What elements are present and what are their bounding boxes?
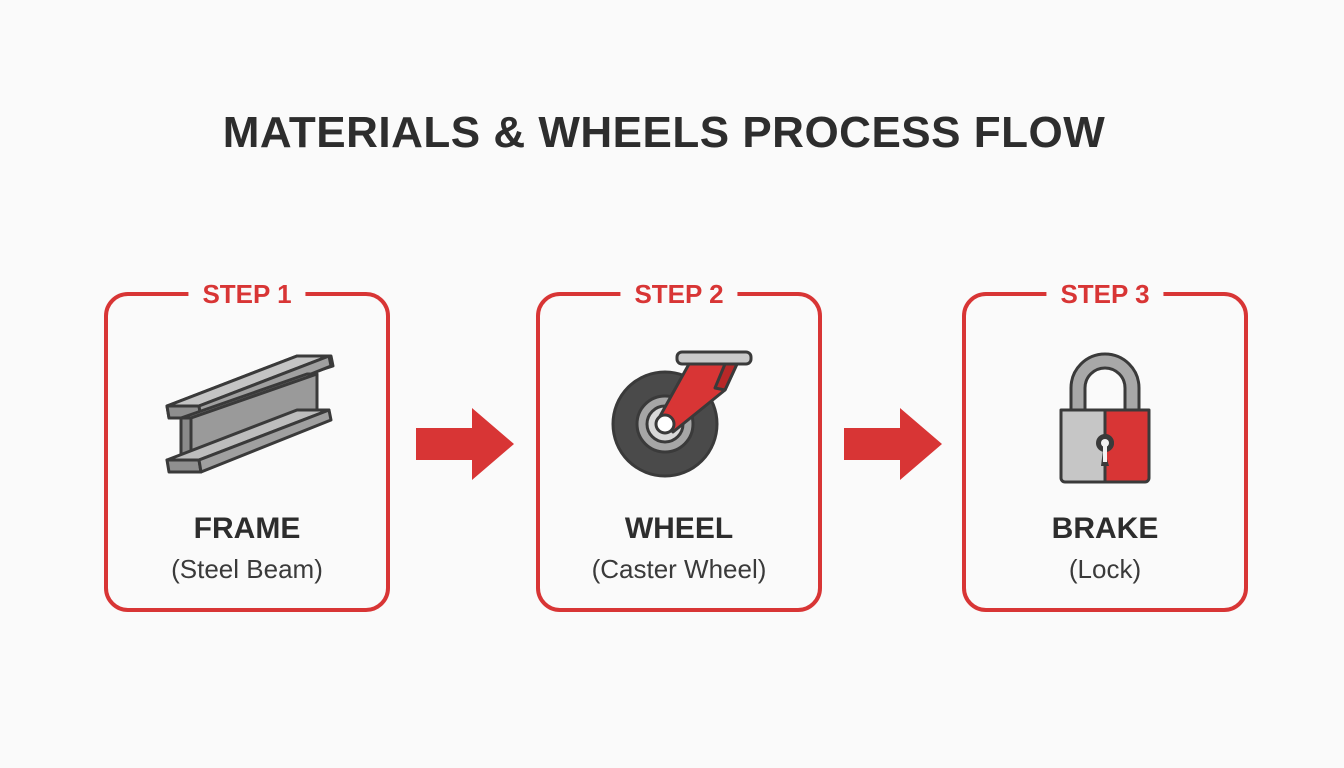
step-label: STEP 3 <box>1046 276 1164 312</box>
flow-arrow-icon <box>416 408 514 480</box>
step-name: BRAKE <box>1051 512 1159 545</box>
step-name: WHEEL <box>624 512 734 545</box>
step-card-frame: STEP 1 FRAME (Steel Beam) <box>104 276 390 612</box>
flow-arrow-icon <box>844 408 942 480</box>
step-subtitle: (Caster Wheel) <box>591 554 767 584</box>
diagram-title: MATERIALS & WHEELS PROCESS FLOW <box>222 108 1106 157</box>
step-subtitle: (Steel Beam) <box>171 554 323 584</box>
step-name: FRAME <box>193 512 301 545</box>
step-label: STEP 2 <box>620 276 738 312</box>
step-card-wheel: STEP 2 WHEEL (Caster Wheel) <box>536 276 822 612</box>
step-subtitle: (Lock) <box>1068 554 1142 584</box>
step-card-brake: STEP 3 BRAKE (Lock) <box>962 276 1248 612</box>
steel-beam-icon <box>165 354 335 474</box>
step-label: STEP 1 <box>188 276 306 312</box>
padlock-icon <box>1059 352 1151 484</box>
caster-wheel-icon <box>611 350 753 478</box>
